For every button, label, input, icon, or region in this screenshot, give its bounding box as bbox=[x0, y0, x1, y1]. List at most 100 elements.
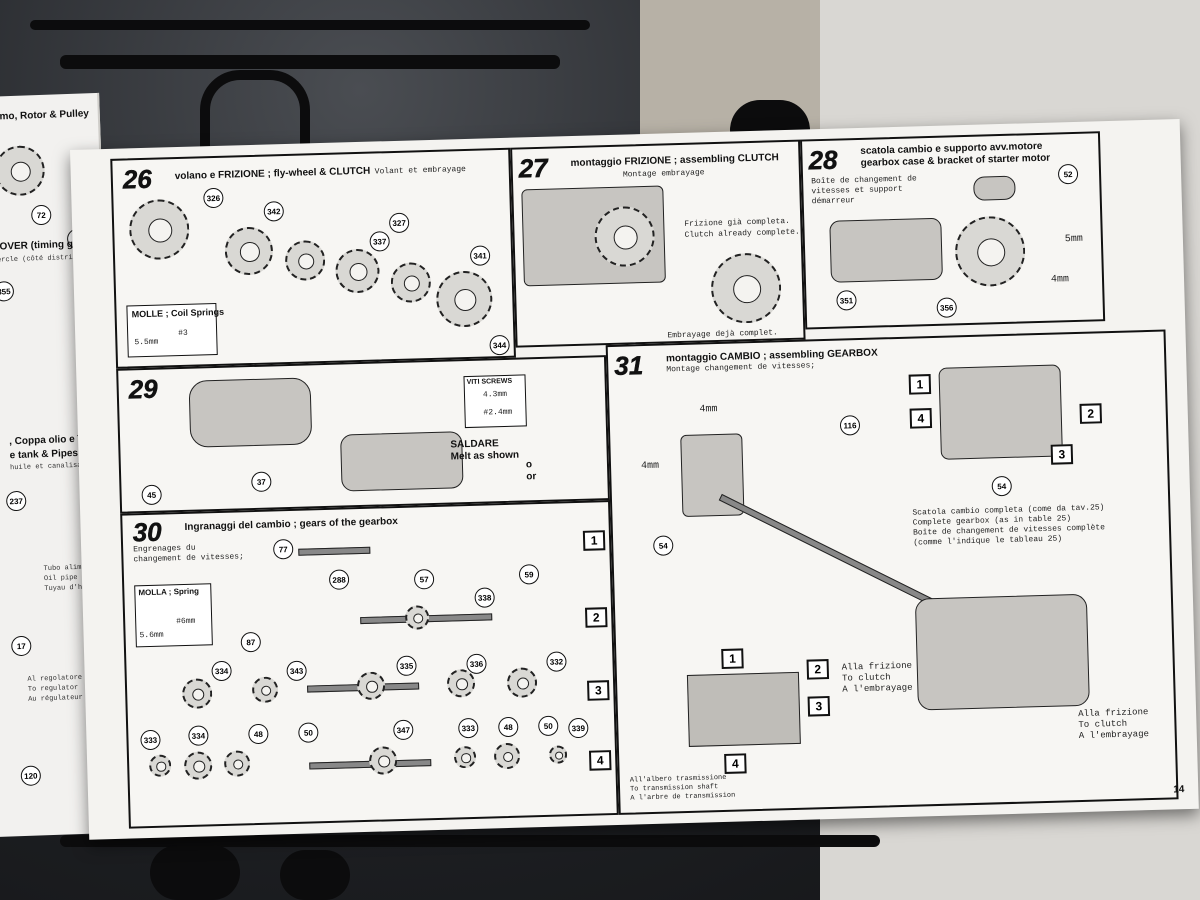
gear-part bbox=[404, 605, 430, 630]
callout: 347 bbox=[393, 719, 414, 741]
gear-part bbox=[148, 754, 172, 778]
instruction-page: 26 volano e FRIZIONE ; fly-wheel & CLUTC… bbox=[70, 119, 1199, 840]
gear-part bbox=[356, 671, 386, 701]
callout: 48 bbox=[498, 716, 519, 738]
sprue-part bbox=[200, 70, 310, 160]
step-ref-box: 4 bbox=[724, 753, 747, 774]
clutch-label: A l'embrayage bbox=[1078, 729, 1150, 742]
gearbox-case-drawing bbox=[829, 217, 943, 283]
gearbox-shaft bbox=[718, 493, 939, 608]
step-ref-box: 3 bbox=[587, 680, 610, 701]
callout: 237 bbox=[5, 490, 27, 512]
callout: 288 bbox=[328, 569, 350, 590]
callout: 351 bbox=[836, 290, 857, 311]
left-page-text: To regulator bbox=[27, 684, 79, 694]
step-subtitle: Volant et embrayage bbox=[374, 164, 467, 177]
cover-drawing bbox=[188, 377, 313, 448]
step-ref-box: 3 bbox=[1050, 444, 1074, 465]
screw-dim: 4.3mm bbox=[482, 389, 508, 400]
step-ref-box: 1 bbox=[582, 530, 606, 551]
callout: 343 bbox=[286, 660, 307, 682]
callout: 341 bbox=[469, 245, 491, 266]
gear-part bbox=[493, 742, 521, 770]
clutch-label: Alla frizione bbox=[1078, 707, 1149, 720]
bracket-part bbox=[954, 215, 1027, 288]
step-28-panel: 28 scatola cambio e supporto avv.motore … bbox=[799, 131, 1106, 330]
gear-cluster-drawing bbox=[938, 364, 1063, 460]
gear-part bbox=[223, 750, 251, 777]
callout: 50 bbox=[537, 715, 559, 737]
step-number: 26 bbox=[122, 163, 153, 195]
page-number: 14 bbox=[1173, 784, 1185, 796]
callout: 339 bbox=[568, 717, 589, 739]
step-subtitle: démarreur bbox=[811, 196, 856, 207]
dimension: 4mm bbox=[640, 460, 660, 473]
gear-part bbox=[453, 745, 477, 769]
step-number: 30 bbox=[132, 516, 163, 548]
callout: 355 bbox=[0, 281, 15, 302]
callout: 333 bbox=[140, 729, 161, 751]
clutch-label: To clutch bbox=[841, 672, 891, 684]
flywheel-part bbox=[128, 198, 191, 261]
sprue-gear bbox=[150, 845, 240, 900]
sprue-bar bbox=[60, 55, 560, 69]
sprue-gear bbox=[280, 850, 350, 900]
gear-part bbox=[548, 745, 568, 764]
callout: 59 bbox=[518, 564, 540, 585]
clutch-plate-part bbox=[390, 261, 432, 304]
shaft-part bbox=[298, 546, 371, 556]
step-ref-box: 1 bbox=[721, 648, 744, 670]
spring-count: #3 bbox=[178, 328, 188, 339]
rotor-part bbox=[0, 144, 46, 197]
step-ref-box: 3 bbox=[807, 696, 831, 717]
callout: 57 bbox=[413, 569, 435, 590]
or-label: or bbox=[526, 471, 537, 483]
clutch-plate-part bbox=[224, 226, 274, 276]
step-ref-box: 2 bbox=[1079, 403, 1103, 424]
step-title: volano e FRIZIONE ; fly-wheel & CLUTCH bbox=[174, 165, 371, 183]
left-page-text: Oil pipe bbox=[43, 573, 78, 584]
gear-part bbox=[446, 668, 476, 698]
step-ref-box: 2 bbox=[584, 607, 608, 628]
step-ref-box: 2 bbox=[806, 659, 830, 680]
callout: 54 bbox=[653, 535, 674, 556]
sprue-bar bbox=[60, 835, 880, 847]
callout: 344 bbox=[489, 334, 510, 356]
left-page-text: Au régulateur bbox=[28, 693, 83, 704]
callout: 37 bbox=[251, 471, 272, 493]
dimension: 4mm bbox=[1050, 274, 1070, 286]
note-line: Embrayage dejà complet. bbox=[667, 328, 778, 341]
step-number: 29 bbox=[128, 373, 159, 405]
callout: 72 bbox=[30, 204, 52, 226]
springs-label: MOLLE ; Coil Springs bbox=[131, 306, 225, 320]
screws-label: VITI SCREWS bbox=[466, 377, 513, 387]
callout: 77 bbox=[272, 538, 294, 560]
clutch-disc-part bbox=[710, 252, 783, 325]
clutch-plate-part bbox=[334, 248, 381, 294]
step-ref-box: 4 bbox=[588, 750, 612, 771]
starter-motor-drawing bbox=[973, 175, 1016, 201]
shaft-label: A l'arbre de transmission bbox=[630, 791, 736, 803]
clutch-label: A l'embrayage bbox=[842, 682, 913, 695]
callout: 332 bbox=[546, 651, 567, 672]
callout: 116 bbox=[839, 415, 861, 436]
left-page-text: Al regolatore bbox=[27, 673, 83, 684]
note-line: Clutch already complete. bbox=[684, 227, 800, 240]
step-subtitle: vitesses et support bbox=[811, 184, 903, 197]
gear-part bbox=[181, 678, 213, 710]
step-ref-box: 1 bbox=[908, 374, 932, 395]
step-subtitle: Engrenages du bbox=[133, 543, 196, 555]
step-number: 31 bbox=[613, 350, 644, 381]
gearbox-drawing bbox=[340, 431, 464, 492]
callout: 342 bbox=[263, 201, 285, 222]
callout: 48 bbox=[248, 723, 269, 745]
gear-part bbox=[183, 751, 213, 781]
gearbox-case-drawing bbox=[914, 593, 1090, 711]
callout: 45 bbox=[141, 484, 162, 506]
step-29-panel: 29 45 37 VITI SCREWS 4.3mm #2.4mm SALDAR… bbox=[116, 355, 610, 514]
step-30-panel: 30 Ingranaggi del cambio ; gears of the … bbox=[120, 500, 619, 829]
spring-label: MOLLA ; Spring bbox=[138, 586, 200, 598]
step-subtitle: Montage embrayage bbox=[622, 168, 705, 180]
spring-dim: 5.5mm bbox=[134, 337, 159, 348]
spring-box: MOLLA ; Spring 5.6mm #6mm bbox=[134, 583, 213, 648]
